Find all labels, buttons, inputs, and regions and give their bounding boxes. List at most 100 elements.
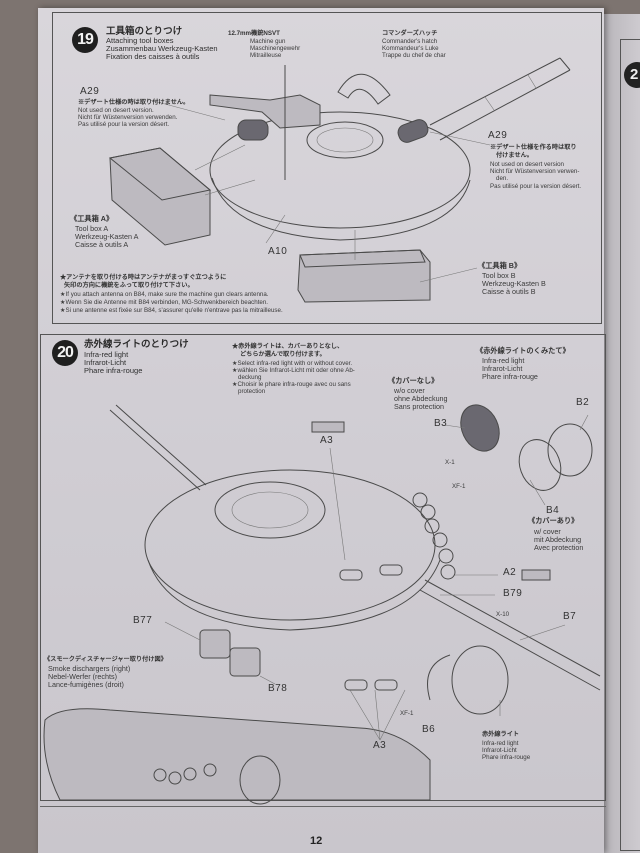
bracket-b6 [427, 654, 451, 701]
leader-a10 [265, 214, 286, 244]
lens-b3 [460, 404, 500, 452]
cover-note-fr-2: protection [238, 388, 266, 395]
part-b4: B4 [546, 505, 560, 516]
toolbox-a-en: Tool box A [75, 224, 109, 233]
ir-light-label-en: Infra-red light [482, 740, 519, 747]
smoke-discharger-left [237, 119, 269, 141]
toolbox-b-en: Tool box B [482, 271, 516, 280]
mg-label-fr: Mitrailleuse [250, 52, 282, 59]
antenna-note-jp-2: 矢印の方向に機銃をふって取り付けて下さい。 [64, 282, 194, 289]
step-19-title-de: Zusammenbau Werkzeug-Kasten [106, 44, 218, 53]
turret-20-outline [144, 469, 436, 621]
a29-right-de-2: den. [496, 175, 509, 182]
detail-ir-light [239, 755, 281, 805]
part-x10: X-10 [496, 611, 510, 618]
leader-b3 [444, 424, 466, 429]
a29-right-jp-1: ※デザート仕様を作る時は取り [490, 144, 577, 151]
hatch-label-jp: コマンダーズハッチ [382, 30, 438, 37]
commander-hatch [337, 73, 391, 105]
part-b79: B79 [503, 588, 523, 599]
footer-divider [40, 806, 606, 807]
toolbox-b-fr: Caisse à outils B [482, 287, 536, 296]
part-a29-left: A29 [80, 86, 100, 97]
step-19-badge: 19 [72, 27, 98, 53]
part-b7: B7 [563, 611, 577, 622]
step-20-title-jp: 赤外線ライトのとりつけ [84, 339, 189, 350]
a29-left-en: Not used on desert version. [78, 107, 154, 114]
leader-a3-bottom [349, 689, 406, 741]
leader-b77 [164, 621, 201, 641]
machine-gun [209, 94, 321, 129]
leader-a3-top [329, 447, 346, 561]
no-cover-fr: Sans protection [394, 402, 444, 411]
cover-note-jp-1: ★赤外線ライトは、カバーありとなし、 [232, 343, 344, 350]
antenna-note-jp-1: ★アンテナを取り付ける時はアンテナがまっすぐ立つように [60, 274, 227, 281]
step-19-title-en: Attaching tool boxes [106, 36, 174, 45]
hatch-label-de: Kommandeur's Luke [382, 45, 439, 52]
smoke-discharger-cluster [412, 492, 456, 580]
step-20-title-de: Infrarot-Licht [84, 358, 127, 367]
step-20-badge: 20 [52, 340, 78, 366]
smoke-discharger-b78 [229, 647, 261, 677]
part-xf1-top: XF-1 [452, 483, 466, 490]
turret-lower-edge [211, 177, 471, 241]
hatch-label-en: Commander's hatch [382, 38, 438, 45]
part-b6: B6 [422, 724, 436, 735]
cupola-inner [316, 127, 374, 153]
cupola-ring [306, 121, 384, 159]
step-19-title-fr: Fixation des caisses à outils [106, 52, 200, 61]
adjacent-step-badge: 2 [624, 62, 640, 88]
with-cover-jp: 《カバーあり》 [528, 516, 579, 525]
leader-b2 [579, 414, 589, 431]
turret-outline [209, 111, 471, 229]
tool-box-a-top [108, 147, 212, 201]
a3-barrels [339, 564, 403, 691]
part-b2: B2 [576, 397, 590, 408]
cover-note-de-2: deckung [238, 374, 262, 381]
leader-a29-left [149, 99, 226, 121]
housing-b2 [547, 423, 593, 477]
ir-assembly-jp: 《赤外線ライトのくみたて》 [476, 346, 570, 355]
part-x1: X-1 [445, 459, 455, 466]
toolbox-a-de: Werkzeug-Kasten A [75, 232, 139, 241]
mg-label-en: Machine gun [250, 38, 286, 45]
tool-box-b-top [299, 249, 426, 268]
a29-right-jp-2: 付けません。 [496, 152, 533, 159]
main-gun-barrel [429, 57, 571, 141]
toolbox-b-de: Werkzeug-Kasten B [482, 279, 546, 288]
mg-label-de: Maschinengewehr [250, 45, 301, 52]
part-a3-top: A3 [320, 435, 334, 446]
no-cover-en: w/o cover [394, 386, 425, 395]
page-number: 12 [310, 835, 323, 847]
step-20-title-fr: Phare infra-rouge [84, 366, 143, 375]
ir-light-label-de: Infrarot-Licht [482, 747, 517, 754]
a29-right-en: Not used on desert version [490, 161, 564, 168]
step-19-title-jp: 工具箱のとりつけ [106, 26, 183, 37]
part-b78: B78 [268, 683, 288, 694]
turret-20-cupola-inner [231, 491, 309, 529]
with-cover-en: w/ cover [534, 527, 561, 536]
a29-left-de: Nicht für Wüstenversion verwenden. [78, 114, 178, 121]
leader-b7 [519, 624, 566, 641]
detail-turret-side [43, 708, 431, 801]
with-cover-de: mit Abdeckung [534, 535, 582, 544]
part-a3-top-shape [311, 421, 345, 433]
part-b3: B3 [434, 418, 448, 429]
step-19-panel [52, 12, 602, 324]
adjacent-page: 2 [604, 14, 640, 853]
mg-label-jp: 12.7mm機銃NSVT [228, 30, 280, 37]
antenna-note-fr: ★Si une antenne est fixée sur B84, s'ass… [60, 307, 283, 314]
cover-b4 [518, 439, 562, 491]
antenna-note-de: ★Wenn Sie die Antenne mit B84 verbinden,… [60, 299, 269, 306]
antenna-note-en: ★If you attach antenna on B84, make sure… [60, 291, 269, 298]
mg-barrel-20 [109, 404, 207, 491]
ir-light-label-fr: Phare infra-rouge [482, 754, 531, 761]
no-cover-jp: 《カバーなし》 [388, 376, 439, 385]
step-20-title-en: Infra-red light [84, 350, 129, 359]
no-cover-de: ohne Abdeckung [394, 394, 448, 403]
smoke-fr: Lance-fumigènes (droit) [48, 680, 124, 689]
a29-left-jp: ※デザート仕様の時は取り付けません。 [78, 99, 190, 106]
ir-light-assembled [451, 645, 509, 715]
